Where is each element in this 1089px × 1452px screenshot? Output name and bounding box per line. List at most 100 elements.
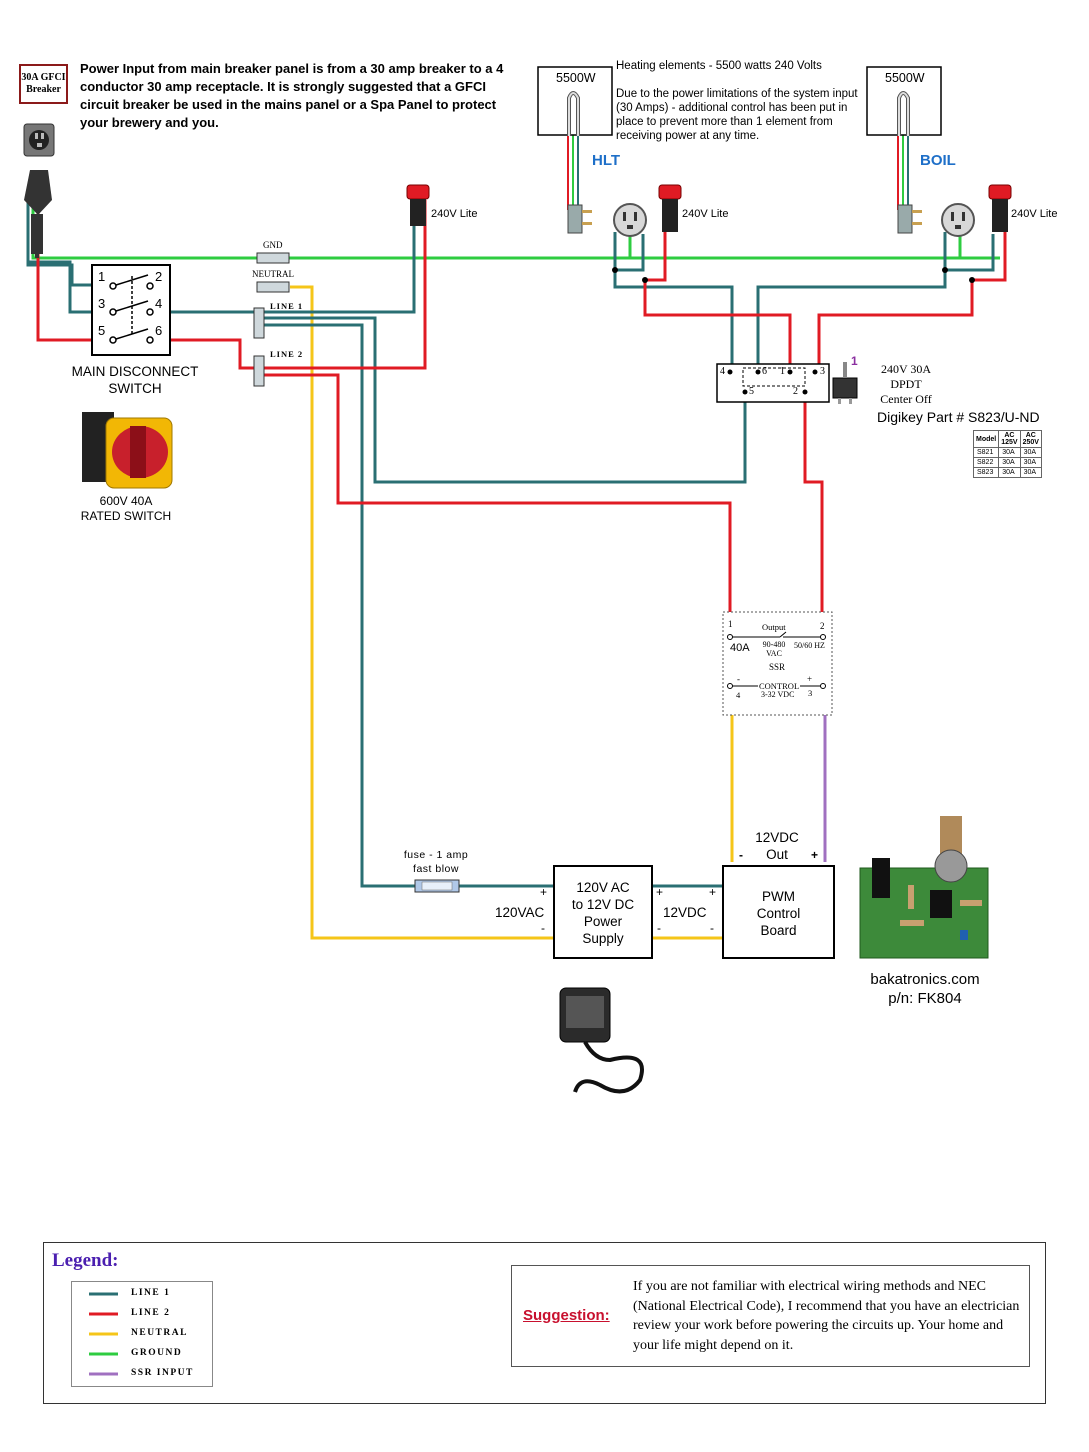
power-supply-input-plus: + (540, 885, 548, 899)
suggestion-label: Suggestion: (523, 1307, 610, 1324)
bus-terminals (253, 252, 290, 387)
power-supply-input-minus: - (541, 921, 545, 935)
disconnect-title: MAIN DISCONNECT SWITCH (71, 364, 199, 396)
lite-label-hlt: 240V Lite (682, 208, 729, 220)
heating-note-body: Due to the power limitations of the syst… (616, 88, 858, 142)
table-header: Model (972, 430, 1000, 448)
ssr-amps: 40A (730, 642, 750, 654)
dpdt-pin-1: 1 (780, 366, 785, 377)
ssr-hz: 50/60 HZ (794, 641, 825, 650)
dpdt-pin-6: 6 (762, 366, 767, 377)
pwm-out-plus: + (811, 848, 819, 862)
boil-element-icon (866, 66, 942, 136)
mains-plug-icon (24, 170, 52, 258)
ssr-pin-2: 2 (820, 621, 825, 631)
legend-key-box (71, 1281, 213, 1387)
table-cell: 30A (998, 447, 1021, 458)
boil-receptacle-icon (941, 203, 975, 237)
ssr-pin-3: 3 (808, 688, 813, 698)
ssr-symbol (722, 611, 833, 716)
ssr-vdc: 3-32 VDC (761, 690, 795, 699)
legend-item: LINE 2 (131, 1308, 171, 1318)
table-cell: 30A (1019, 447, 1042, 458)
table-cell: S823 (972, 467, 1000, 478)
boil-element-rating: 5500W (885, 71, 925, 85)
power-supply-output-label: 12VDC (663, 905, 707, 920)
breaker-label: 30A GFCI Breaker (19, 64, 68, 104)
legend-item: SSR INPUT (131, 1368, 194, 1378)
disconnect-switch-photo (82, 412, 173, 489)
dpdt-rating-table: Model AC 125V AC 250V S821 30A 30A S822 … (972, 430, 1042, 478)
power-input-note: Power Input from main breaker panel is f… (80, 61, 504, 130)
legend-swatches (89, 1292, 118, 1376)
dpdt-part-number: Digikey Part # S823/U-ND (877, 409, 1040, 425)
disconnect-terminal-2: 2 (155, 269, 163, 284)
table-cell: 30A (1019, 457, 1042, 468)
dpdt-description: 240V 30A DPDT Center Off (880, 362, 932, 406)
disconnect-terminal-3: 3 (98, 296, 106, 311)
toggle-switch-icon (832, 362, 858, 404)
dpdt-marker: 1 (851, 354, 858, 368)
table-cell: 30A (998, 467, 1021, 478)
neutral-wires (290, 285, 734, 940)
fuse-label: fuse - 1 amp fast blow (403, 849, 469, 875)
junction-dots (612, 267, 975, 283)
ssr-plus: + (807, 674, 813, 684)
fuse-symbol (414, 879, 460, 893)
mains-receptacle-icon (23, 123, 55, 157)
power-supply-box: 120V AC to 12V DC Power Supply (553, 865, 653, 959)
pwm-board-photo (859, 816, 989, 959)
disconnect-terminal-5: 5 (98, 323, 106, 338)
disconnect-switch-symbol (91, 264, 171, 356)
pwm-vendor: bakatronics.com p/n: FK804 (870, 971, 980, 1007)
boil-plug-icon (897, 204, 922, 234)
suggestion-box (511, 1265, 1030, 1367)
legend-item: NEUTRAL (131, 1328, 188, 1338)
pwm-board-box: PWM Control Board (722, 865, 835, 959)
pwm-out-minus: - (739, 848, 743, 862)
bus-label-line2: LINE 2 (270, 349, 304, 359)
ground-wires (31, 195, 1000, 260)
legend-title: Legend: (52, 1250, 119, 1271)
ssr-pin-4: 4 (736, 690, 741, 700)
bus-label-gnd: GND (263, 240, 283, 250)
legend-panel (43, 1242, 1046, 1404)
ssr-output-label: Output (762, 622, 786, 632)
table-cell: 30A (1019, 467, 1042, 478)
power-supply-output-minus: - (657, 921, 661, 935)
legend-item: GROUND (131, 1348, 183, 1358)
disconnect-terminal-6: 6 (155, 323, 163, 338)
suggestion-text: If you are not familiar with electrical … (633, 1279, 1020, 1353)
dpdt-pin-5: 5 (749, 386, 754, 397)
table-cell: S822 (972, 457, 1000, 468)
power-supply-input-label: 120VAC (495, 905, 545, 920)
hlt-label: HLT (592, 152, 621, 169)
pwm-input-minus: - (710, 921, 714, 935)
ssr-name: SSR (769, 662, 786, 672)
bus-label-line1: LINE 1 (270, 301, 304, 311)
hlt-element-icon (537, 66, 613, 136)
table-header: AC 250V (1019, 430, 1042, 448)
ssr-vac: 90-480 VAC (762, 640, 786, 658)
hlt-plug-icon (567, 204, 592, 234)
heating-note-title: Heating elements - 5500 watts 240 Volts (616, 60, 822, 72)
table-cell: 30A (998, 457, 1021, 468)
ssr-minus: - (737, 674, 740, 684)
dpdt-pin-3: 3 (820, 366, 825, 377)
lite-label-boil: 240V Lite (1011, 208, 1058, 220)
pilot-light-boil-icon (988, 184, 1012, 232)
pilot-light-1-icon (406, 184, 430, 226)
legend-item: LINE 1 (131, 1288, 171, 1298)
pilot-light-hlt-icon (658, 184, 682, 232)
power-supply-output-plus: + (656, 885, 664, 899)
hlt-receptacle-icon (613, 203, 647, 237)
line1-wires (26, 195, 995, 888)
disconnect-photo-caption: 600V 40A RATED SWITCH (80, 494, 172, 523)
dpdt-pin-4: 4 (720, 366, 725, 377)
pwm-out-label: 12VDC Out (755, 830, 799, 862)
dpdt-pin-2: 2 (793, 386, 798, 397)
lite-label-1: 240V Lite (431, 208, 478, 220)
element-leads (567, 135, 909, 210)
ac-adapter-photo (559, 987, 644, 1094)
